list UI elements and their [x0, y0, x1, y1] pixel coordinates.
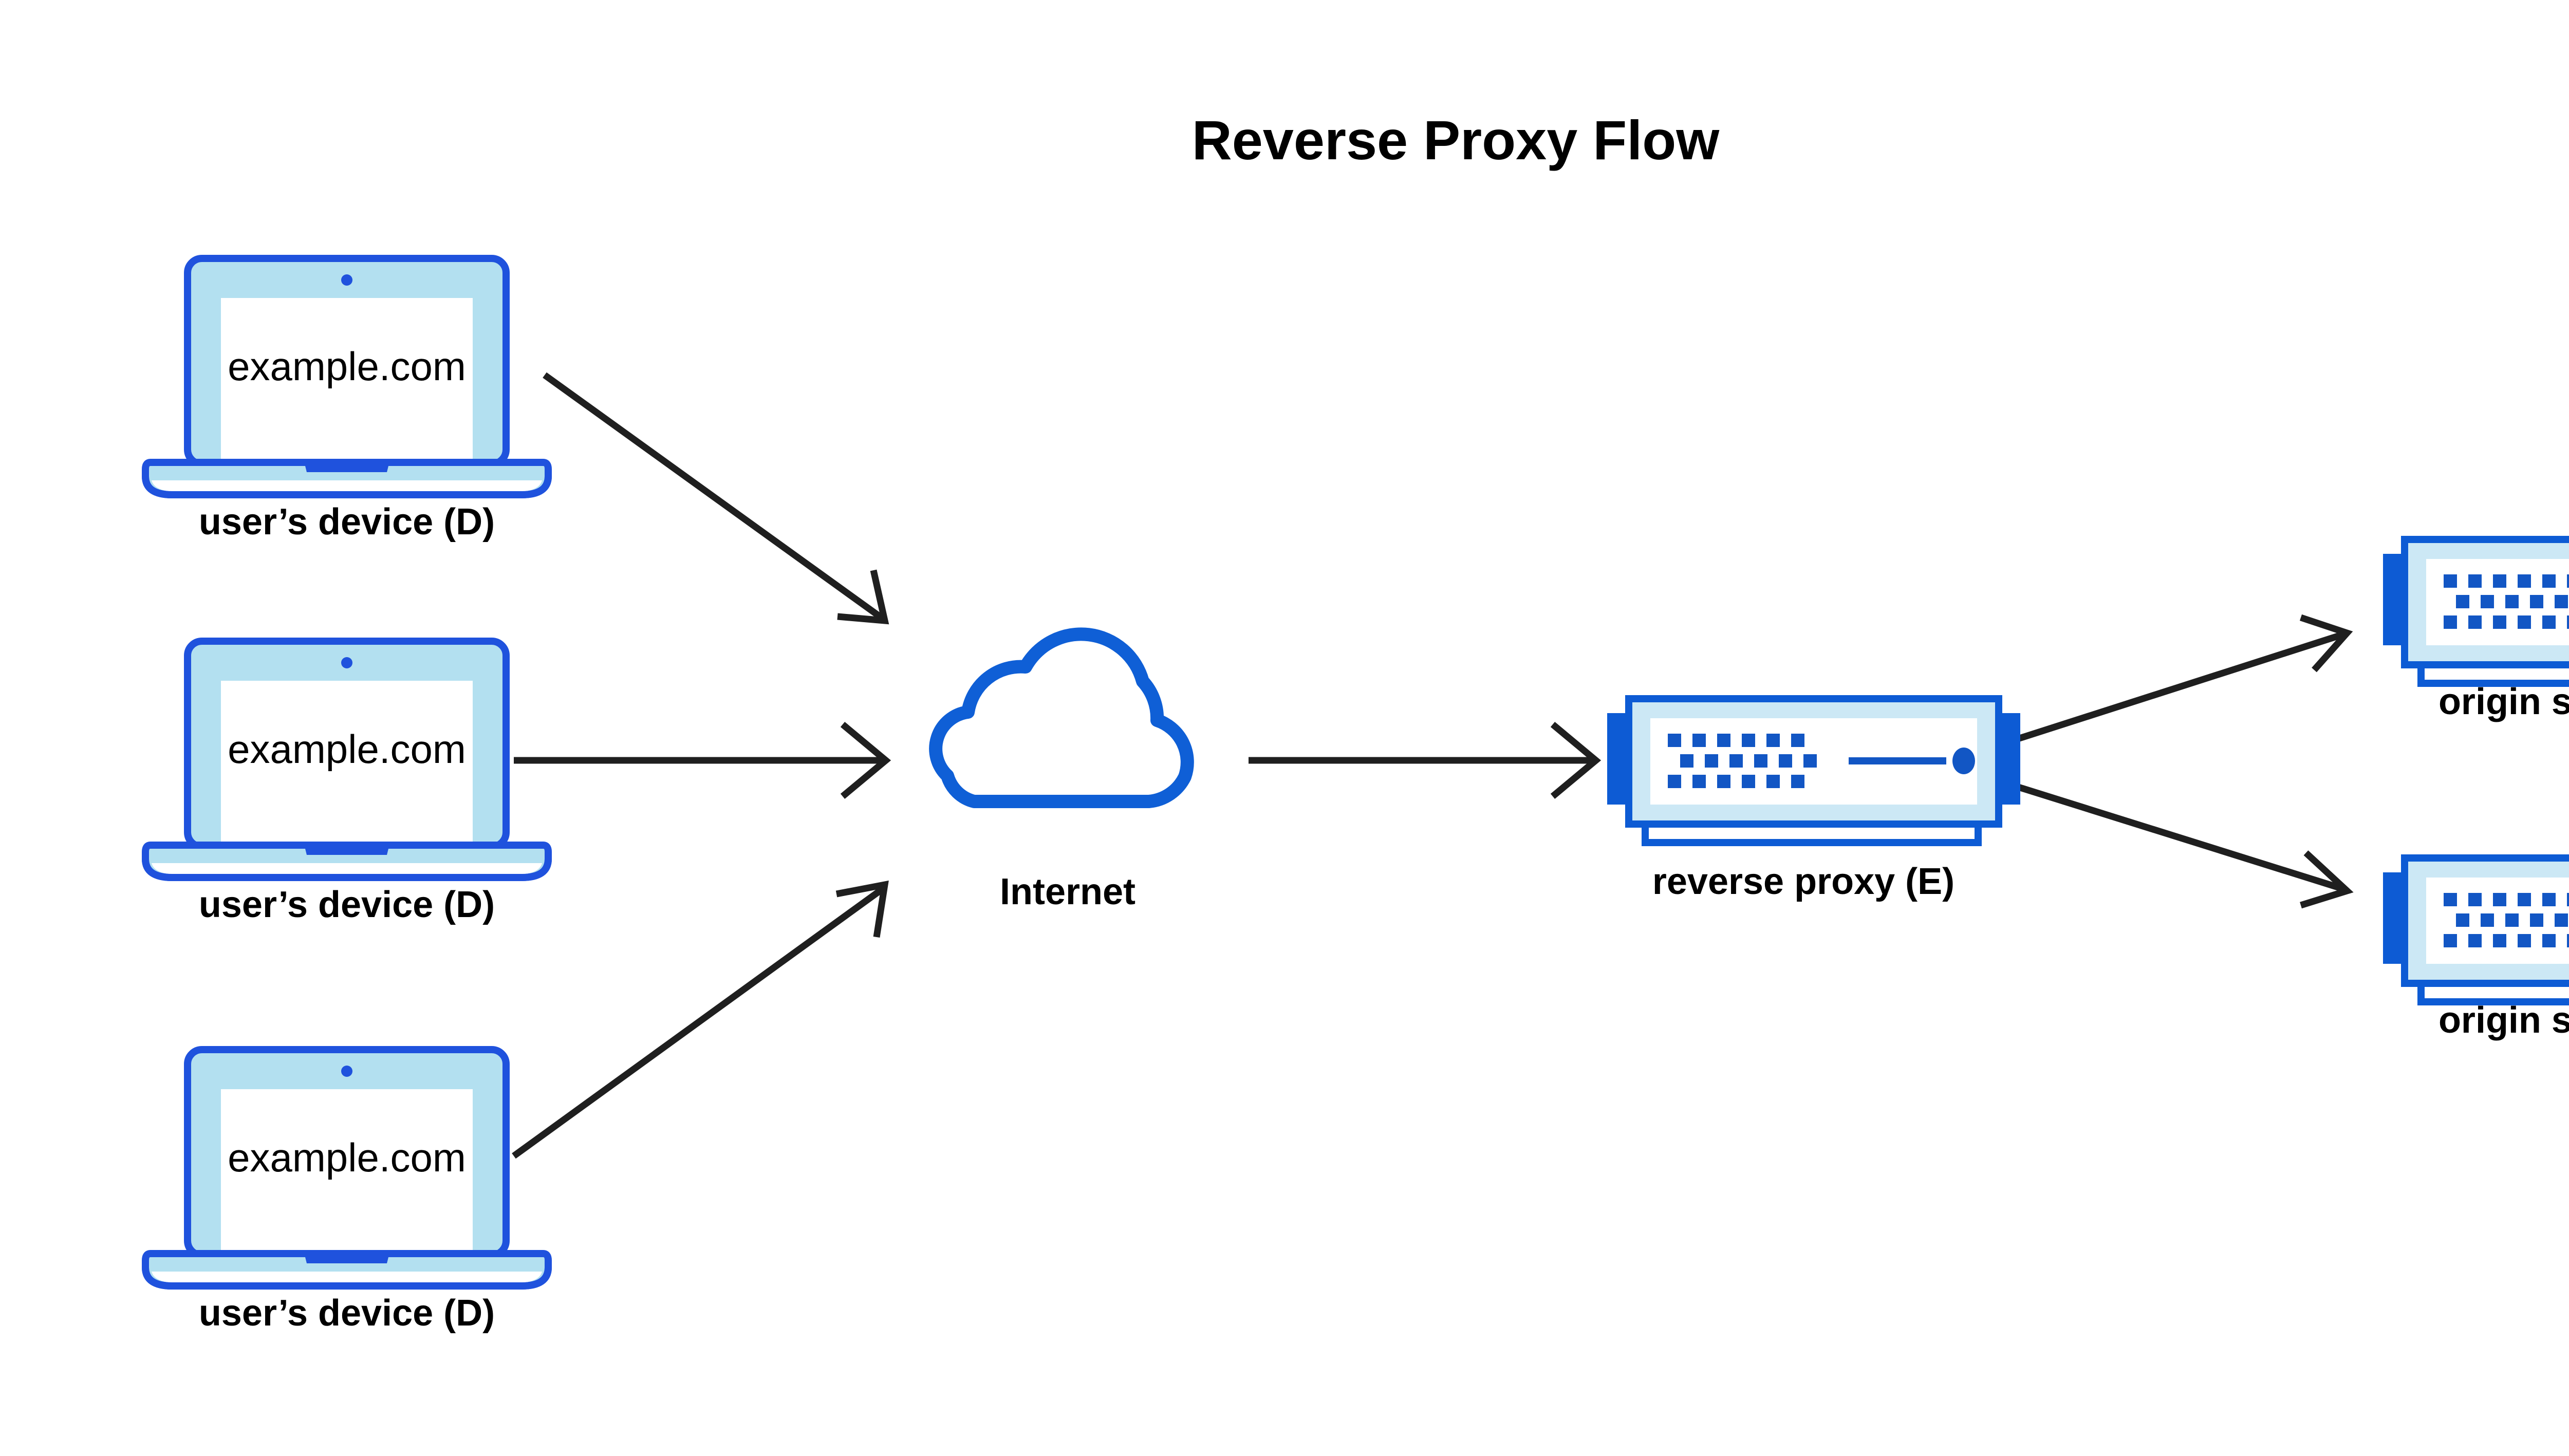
node-label-internet: Internet — [1000, 871, 1135, 912]
node-user-device-middle[interactable]: example.com user’s device (D) — [145, 641, 548, 925]
flow-device-top-to-internet — [543, 372, 889, 625]
flow-proxy-to-origin-top — [1998, 614, 2353, 749]
server-rack-icon — [1607, 699, 2020, 843]
flow-internet-to-proxy — [1249, 722, 1602, 799]
node-label-user-device: user’s device (D) — [199, 1293, 495, 1334]
node-label-user-device: user’s device (D) — [199, 501, 495, 543]
node-origin-server-top[interactable]: origin server (F) — [2383, 539, 2569, 722]
arrow-right-icon — [1998, 777, 2344, 892]
page-title: Reverse Proxy Flow — [1192, 109, 1720, 171]
server-rack-icon — [2383, 858, 2569, 1002]
arrow-right-icon — [1998, 631, 2344, 749]
node-user-device-top[interactable]: example.com user’s device (D) — [145, 258, 548, 543]
arrow-right-icon — [2300, 850, 2354, 909]
cloud-icon — [936, 634, 1187, 801]
device-screen-url: example.com — [228, 1135, 466, 1180]
arrow-right-icon — [512, 886, 885, 1159]
node-label-user-device: user’s device (D) — [199, 884, 495, 925]
node-origin-server-bottom[interactable]: origin server (F) — [2383, 858, 2569, 1041]
arrow-right-icon — [2299, 614, 2353, 673]
node-label-origin-server: origin server (F) — [2438, 1000, 2569, 1041]
arrow-right-icon — [543, 372, 885, 622]
connections-layer — [512, 372, 2354, 1159]
node-label-origin-server: origin server (F) — [2438, 681, 2569, 722]
arrow-right-icon — [837, 569, 889, 625]
node-user-device-bottom[interactable]: example.com user’s device (D) — [145, 1050, 548, 1334]
arrow-right-icon — [840, 722, 891, 799]
device-screen-url: example.com — [228, 344, 466, 389]
node-label-reverse-proxy: reverse proxy (E) — [1652, 861, 1954, 902]
node-reverse-proxy[interactable]: reverse proxy (E) — [1607, 699, 2020, 902]
arrow-right-icon — [835, 880, 889, 938]
flow-device-middle-to-internet — [514, 722, 891, 799]
server-rack-icon — [2383, 539, 2569, 683]
arrow-right-icon — [1550, 722, 1602, 799]
flow-device-bottom-to-internet — [512, 880, 889, 1159]
node-internet[interactable]: Internet — [936, 634, 1187, 912]
flow-proxy-to-origin-bottom — [1998, 777, 2354, 909]
device-screen-url: example.com — [228, 726, 466, 772]
